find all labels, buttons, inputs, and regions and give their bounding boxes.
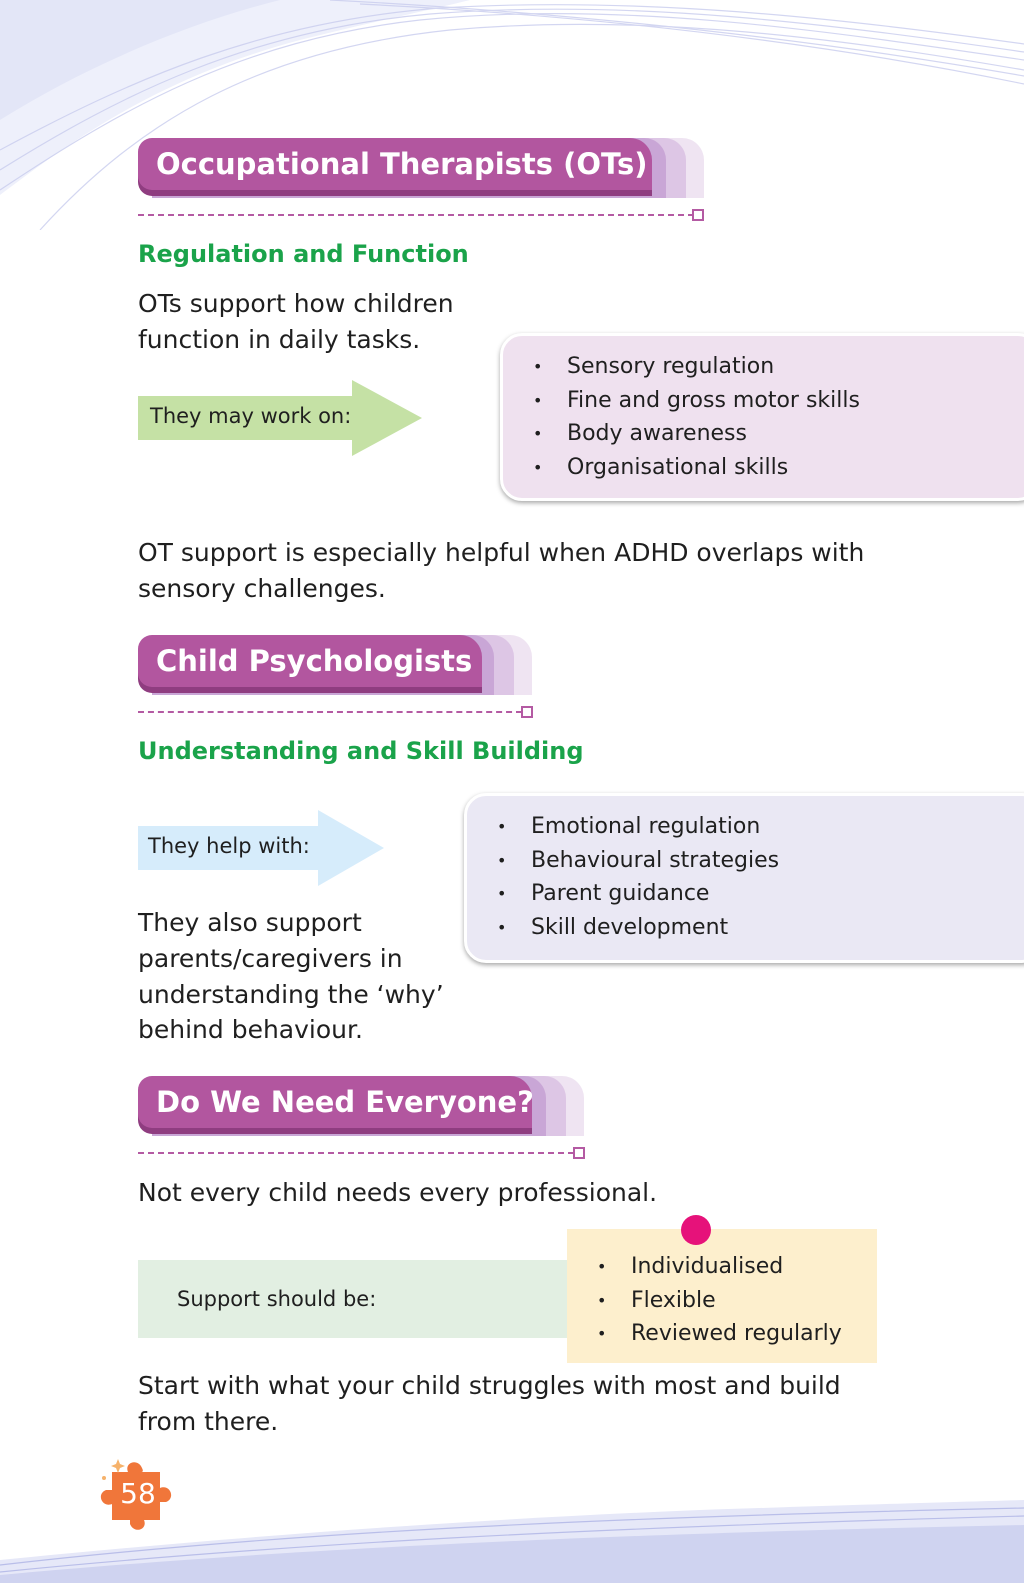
support-label-panel bbox=[138, 1260, 578, 1338]
closing-line: from there. bbox=[138, 1407, 279, 1436]
divider-end-marker bbox=[573, 1147, 585, 1159]
intro-line: OTs support how children bbox=[138, 289, 454, 318]
header-divider bbox=[138, 1152, 574, 1154]
bottom-swoosh-decoration bbox=[0, 1500, 1024, 1583]
page-number: 58 bbox=[120, 1477, 156, 1510]
green-arrow-shape bbox=[138, 380, 422, 456]
support-line: understanding the ‘why’ bbox=[138, 980, 444, 1009]
section-title: Occupational Therapists (OTs) bbox=[138, 138, 652, 190]
support-sticky-note: Individualised Flexible Reviewed regular… bbox=[567, 1229, 877, 1363]
list-item: Behavioural strategies bbox=[467, 844, 1024, 878]
list-item: Sensory regulation bbox=[503, 350, 1024, 384]
header-divider bbox=[138, 214, 694, 216]
closing-line: OT support is especially helpful when AD… bbox=[138, 538, 865, 567]
section-subheading: Regulation and Function bbox=[138, 240, 469, 268]
arrow-label: They help with: bbox=[148, 834, 310, 858]
section-title: Child Psychologists bbox=[138, 635, 482, 687]
support-line: parents/caregivers in bbox=[138, 944, 403, 973]
divider-end-marker bbox=[521, 706, 533, 718]
intro-line: function in daily tasks. bbox=[138, 325, 421, 354]
psychologist-help-box: Emotional regulation Behavioural strateg… bbox=[464, 793, 1024, 963]
arrow-label: They may work on: bbox=[150, 404, 352, 428]
top-swoosh-decoration bbox=[0, 0, 1024, 230]
puzzle-piece-icon bbox=[100, 1459, 172, 1530]
ot-skills-box: Sensory regulation Fine and gross motor … bbox=[500, 333, 1024, 501]
blue-arrow-shape bbox=[138, 810, 384, 886]
support-label: Support should be: bbox=[177, 1287, 377, 1311]
list-item: Reviewed regularly bbox=[567, 1317, 877, 1351]
section-header-everyone: Do We Need Everyone? bbox=[138, 1076, 584, 1136]
header-divider bbox=[138, 711, 522, 713]
support-line: They also support bbox=[138, 908, 362, 937]
section-title: Do We Need Everyone? bbox=[138, 1076, 534, 1128]
closing-line: Start with what your child struggles wit… bbox=[138, 1371, 841, 1400]
pin-icon bbox=[681, 1215, 711, 1245]
list-item: Fine and gross motor skills bbox=[503, 384, 1024, 418]
list-item: Body awareness bbox=[503, 417, 1024, 451]
support-line: behind behaviour. bbox=[138, 1015, 363, 1044]
divider-end-marker bbox=[692, 209, 704, 221]
intro-line: Not every child needs every professional… bbox=[138, 1178, 658, 1207]
list-item: Emotional regulation bbox=[467, 810, 1024, 844]
list-item: Flexible bbox=[567, 1284, 877, 1318]
list-item: Parent guidance bbox=[467, 877, 1024, 911]
list-item: Skill development bbox=[467, 911, 1024, 945]
closing-line: sensory challenges. bbox=[138, 574, 386, 603]
section-subheading: Understanding and Skill Building bbox=[138, 737, 584, 765]
list-item: Individualised bbox=[567, 1250, 877, 1284]
section-header-ots: Occupational Therapists (OTs) bbox=[138, 138, 704, 198]
section-header-psychologists: Child Psychologists bbox=[138, 635, 532, 695]
list-item: Organisational skills bbox=[503, 451, 1024, 485]
